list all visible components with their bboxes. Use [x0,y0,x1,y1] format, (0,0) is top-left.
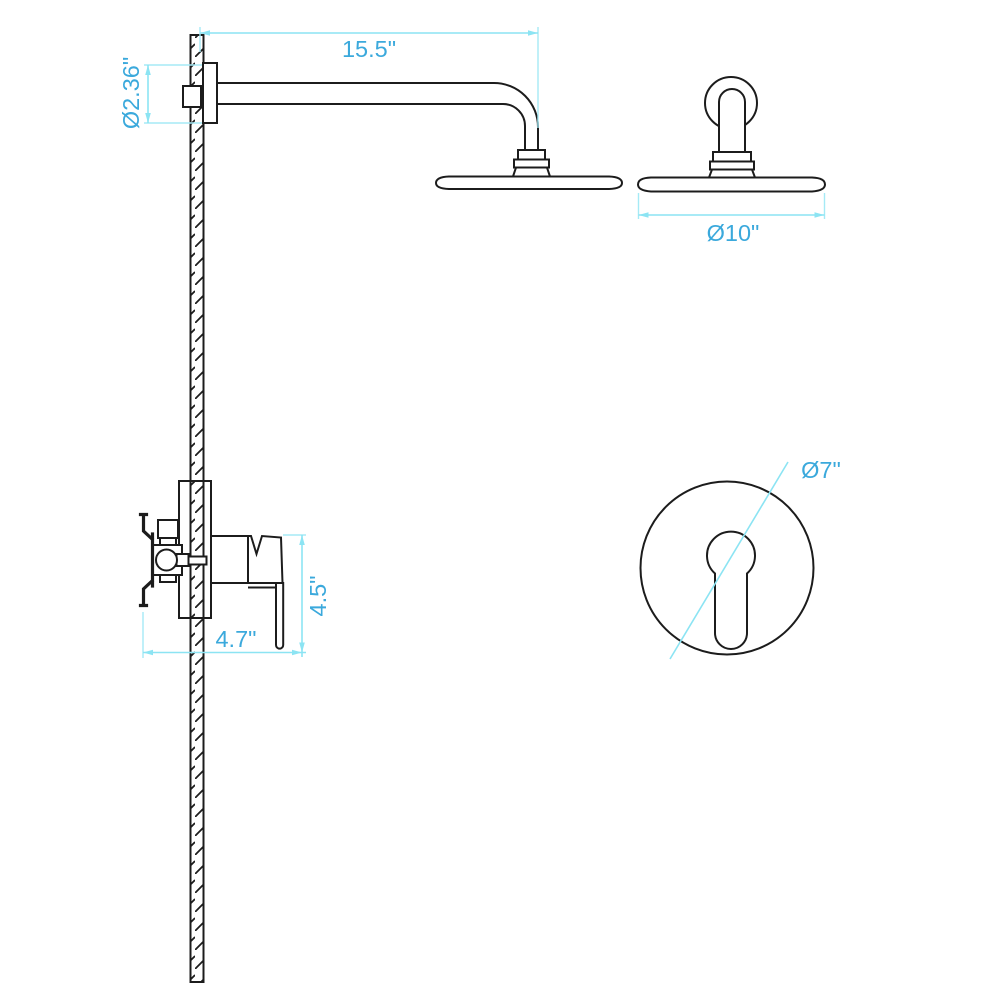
valve-bottom-tab [159,574,177,583]
valve-top-port [157,519,179,539]
arrow-left-icon [638,212,649,218]
head-front-nut-step2 [709,160,755,171]
head-arm-tube-front [718,88,746,154]
dimension-head-diameter: Ø10" [637,193,826,246]
arm-length-label: 15.5" [342,36,396,62]
plate-dim-line [669,461,789,660]
arrow-right-icon [814,212,825,218]
valve-handle-lever [275,582,285,650]
shower-arm-side-view [182,62,539,152]
supply-elbow [182,85,202,108]
dimension-valve-height: 4.5" [283,534,331,657]
head-diameter-label: Ø10" [707,220,760,246]
head-connector-nut-step2 [513,158,550,169]
plate-diameter-label: Ø7" [801,457,841,483]
valve-height-label: 4.5" [305,575,331,616]
valve-stem-block [175,553,190,567]
wall-hatching [190,35,204,982]
shower-head-side-view [434,149,624,190]
shower-head-disk-side [434,175,624,190]
shower-head-disk-front [636,176,827,193]
valve-bracket-ear-top [138,512,155,542]
valve-handle [247,534,284,584]
wall [189,34,205,983]
shower-arm-pipe [216,82,539,152]
dimension-arm-flange-diameter: Ø2.36" [118,57,202,129]
valve-top-tab [159,537,177,546]
dimension-plate-diameter: Ø7" [669,457,841,660]
wall-outline [189,34,205,983]
valve-bracket-ear-bottom [138,578,155,608]
arrow-down-icon [145,113,151,123]
valve-width-label: 4.7" [215,626,256,652]
arrow-right-icon [528,30,538,36]
dimension-valve-width: 4.7" [142,612,306,658]
mixer-valve-side-view [138,480,285,650]
valve-trim-hub [210,535,249,584]
valve-stem-stub [187,555,208,566]
head-connector-nut-step1 [517,149,546,161]
arrow-left-icon [143,649,153,656]
head-front-nut-step1 [712,151,752,163]
shower-head-front-view [636,76,827,193]
arrow-down-icon [299,642,305,653]
dimension-arm-length: 15.5" [199,27,539,128]
arrow-right-icon [292,649,302,656]
arm-wall-flange [202,62,218,124]
valve-cartridge-circle [155,548,178,572]
head-front-flare [707,168,757,179]
handle-keyhole-cutout [706,530,756,650]
trim-plate-front-view [639,480,815,656]
arrow-up-icon [145,65,151,75]
arrow-left-icon [200,30,210,36]
head-connector-flare [511,166,552,178]
arrow-up-icon [299,535,305,545]
flange-diameter-label: Ø2.36" [118,57,144,129]
